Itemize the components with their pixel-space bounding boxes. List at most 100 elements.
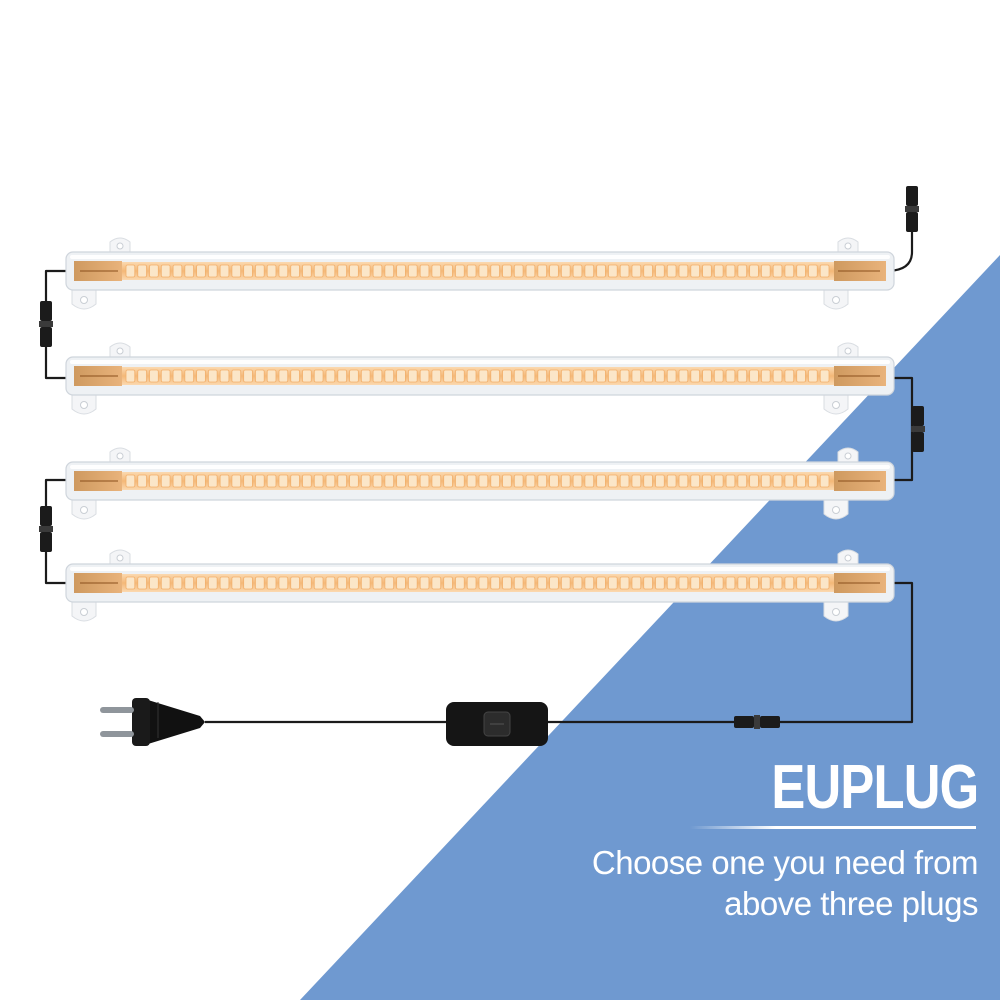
clip-hole-icon (832, 401, 840, 409)
led-chip (478, 474, 489, 488)
inline-connector-icon (911, 406, 925, 452)
led-chip (631, 369, 642, 383)
led-chip (808, 474, 818, 488)
led-chip (761, 264, 771, 278)
led-chip (513, 264, 524, 278)
led-chip (207, 474, 218, 488)
led-chip (502, 369, 512, 383)
led-chip (137, 474, 147, 488)
clip-hole-icon (80, 608, 88, 616)
led-chip (478, 264, 489, 278)
led-chip (678, 474, 689, 488)
clip-hole-icon (832, 506, 840, 514)
plug-pin (100, 731, 134, 737)
led-chip (172, 264, 183, 278)
led-chip (372, 474, 383, 488)
led-chip (396, 576, 406, 590)
clip-hole-icon (832, 296, 840, 304)
led-chip (313, 576, 324, 590)
led-chip (407, 264, 418, 278)
led-chip (466, 369, 477, 383)
inline-connector-icon (39, 301, 53, 347)
led-chip (560, 264, 571, 278)
led-chip (678, 264, 689, 278)
led-chip (302, 576, 312, 590)
led-chip (796, 264, 806, 278)
led-chip (619, 474, 630, 488)
led-chip (690, 576, 700, 590)
led-chip (796, 474, 806, 488)
led-chip (207, 369, 218, 383)
led-chip (713, 576, 724, 590)
clip-hole-icon (80, 296, 88, 304)
led-chip (631, 264, 642, 278)
led-chip (537, 474, 548, 488)
led-chip (690, 264, 700, 278)
led-chip (125, 576, 136, 590)
power-cable (775, 581, 914, 724)
led-chip (396, 369, 406, 383)
led-chip (819, 369, 830, 383)
inline-connector-icon (734, 715, 780, 729)
led-chip (196, 264, 206, 278)
led-chip (325, 576, 336, 590)
led-chip (560, 474, 571, 488)
led-chip (549, 369, 559, 383)
led-chip (713, 369, 724, 383)
led-chip (455, 264, 465, 278)
led-chip (560, 369, 571, 383)
led-chip (619, 576, 630, 590)
led-chip (149, 369, 159, 383)
led-chip (196, 576, 206, 590)
led-chip (455, 474, 465, 488)
light-bar-4 (65, 549, 895, 622)
led-chip (713, 264, 724, 278)
led-chip (608, 264, 618, 278)
led-chip (761, 369, 771, 383)
led-chip (349, 264, 359, 278)
led-chip (360, 369, 371, 383)
led-chip (231, 264, 242, 278)
clip-hole-icon (832, 608, 840, 616)
led-chip (690, 474, 700, 488)
clip-hole-icon (116, 554, 124, 562)
led-chip (702, 474, 712, 488)
headline-divider (690, 826, 976, 829)
led-chip (666, 369, 677, 383)
led-chip (737, 369, 748, 383)
led-chip (596, 264, 606, 278)
led-chip (384, 264, 395, 278)
led-chip (702, 369, 712, 383)
light-bar-2 (65, 342, 895, 415)
inline-connector-icon (905, 186, 919, 232)
led-chip (502, 576, 512, 590)
plug-pin (100, 707, 134, 713)
led-chip (125, 264, 136, 278)
led-chip (608, 474, 618, 488)
accent-panel (300, 255, 1000, 1000)
led-chip (396, 474, 406, 488)
led-chip (537, 576, 548, 590)
led-chip (572, 474, 583, 488)
led-chip (525, 474, 536, 488)
led-chip (337, 576, 347, 590)
led-chip (302, 369, 312, 383)
led-chip (278, 369, 289, 383)
led-chip (643, 264, 653, 278)
led-chip (584, 369, 595, 383)
led-chip (337, 369, 347, 383)
led-chip (407, 369, 418, 383)
led-chip (384, 369, 395, 383)
led-chip (160, 264, 171, 278)
led-chip (690, 369, 700, 383)
led-chip (655, 369, 665, 383)
clip-hole-icon (116, 242, 124, 250)
led-chip (325, 264, 336, 278)
led-chip (784, 576, 795, 590)
led-chip (537, 369, 548, 383)
led-chip (266, 474, 277, 488)
led-chip (678, 576, 689, 590)
led-chip (608, 369, 618, 383)
led-chip (325, 369, 336, 383)
led-chip (572, 264, 583, 278)
